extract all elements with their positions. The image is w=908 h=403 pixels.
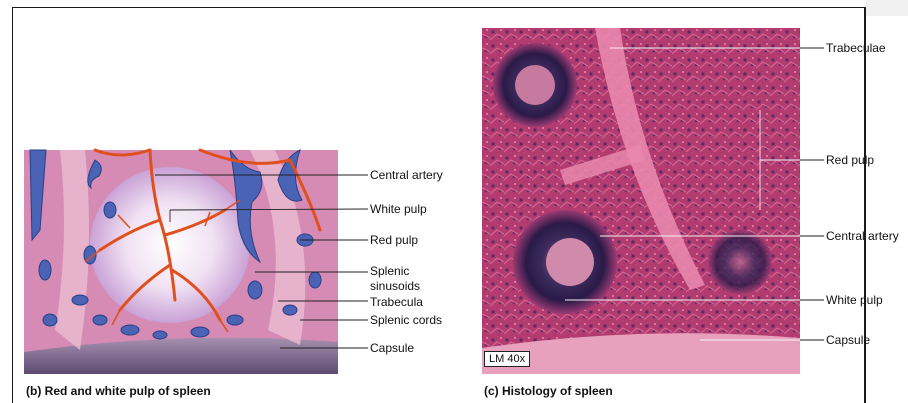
label-red-pulp-b: Red pulp xyxy=(370,233,418,247)
label-trabeculae: Trabeculae xyxy=(826,41,886,55)
label-white-pulp-c: White pulp xyxy=(826,293,883,307)
magnification-badge: LM 40x xyxy=(484,351,530,367)
label-central-artery-c: Central artery xyxy=(826,229,899,243)
spleen-diagram-illustration xyxy=(24,150,338,374)
label-splenic-sinusoids-line2: sinusoids xyxy=(370,279,420,293)
label-red-pulp-c: Red pulp xyxy=(826,153,874,167)
label-central-artery-b: Central artery xyxy=(370,168,443,182)
caption-histology-c: (c) Histology of spleen xyxy=(484,384,613,398)
label-trabecula: Trabecula xyxy=(370,295,423,309)
label-splenic-sinusoids-line1: Splenic xyxy=(370,264,409,278)
label-splenic-cords: Splenic cords xyxy=(370,313,442,327)
label-white-pulp-b: White pulp xyxy=(370,202,427,216)
label-capsule-c: Capsule xyxy=(826,333,870,347)
label-capsule-b: Capsule xyxy=(370,341,414,355)
caption-diagram-b: (b) Red and white pulp of spleen xyxy=(26,384,211,398)
histology-micrograph xyxy=(482,28,800,374)
